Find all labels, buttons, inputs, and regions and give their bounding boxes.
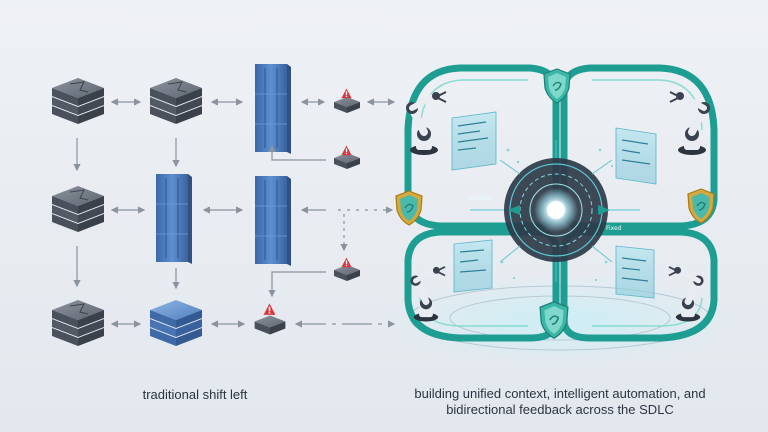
traditional-pipeline-diagram: [52, 64, 394, 346]
fixed-label: Fixed: [606, 225, 622, 232]
alert-icon-r2b: [341, 257, 351, 267]
right-caption-line-2: bidirectional feedback across the SDLC: [380, 402, 740, 418]
blue-wall-r2c3: [255, 176, 291, 266]
right-caption: building unified context, intelligent au…: [380, 386, 740, 418]
server-stack-r3c1: [52, 300, 104, 346]
code-panel-top-right: [616, 128, 656, 184]
server-stack-r2c1: [52, 186, 104, 232]
mini-server-r2a: [334, 153, 360, 169]
pipeline-arrows: [77, 102, 394, 324]
unified-platform-diagram: Context Fixed: [380, 68, 740, 366]
mini-server-r2b: [334, 265, 360, 281]
blue-wall-r1: [255, 64, 291, 154]
robot-arm-icon-top-right: [670, 92, 710, 155]
alert-icon-r1: [341, 88, 351, 98]
server-stack-blue-r3c2: [150, 300, 202, 346]
alert-icon-r3: [264, 304, 276, 315]
server-stack-r1c2: [150, 78, 202, 124]
context-label: Context: [468, 195, 492, 202]
alert-icon-r2a: [341, 145, 351, 155]
right-caption-line-1: building unified context, intelligent au…: [380, 386, 740, 402]
blue-wall-r2c2: [156, 174, 192, 264]
mini-server-r3: [255, 316, 286, 335]
left-caption: traditional shift left: [100, 387, 290, 403]
code-panel-bottom-left: [454, 240, 492, 292]
server-stack-r1c1: [52, 78, 104, 124]
code-panel-bottom-right: [616, 246, 654, 298]
mini-server-r1: [334, 97, 360, 113]
code-panel-top-left: [452, 112, 496, 170]
